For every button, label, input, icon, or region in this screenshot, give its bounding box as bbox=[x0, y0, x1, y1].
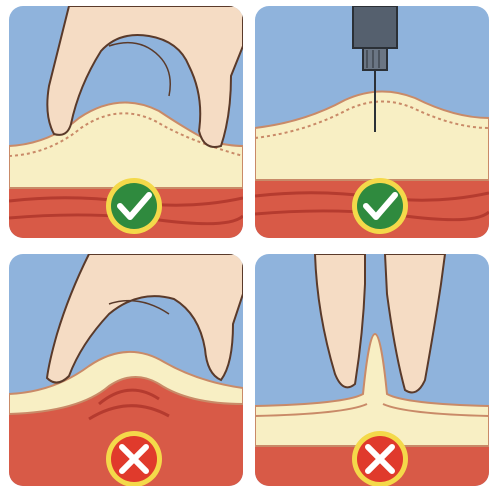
cross-badge bbox=[352, 431, 408, 486]
panel-3-drawing bbox=[9, 254, 243, 486]
panel-1-drawing bbox=[9, 6, 243, 238]
panel-2-drawing bbox=[255, 6, 489, 238]
panel-pinch-with-muscle-incorrect bbox=[9, 254, 243, 486]
panel-4-drawing bbox=[255, 254, 489, 486]
check-badge bbox=[106, 178, 162, 234]
check-badge bbox=[352, 178, 408, 234]
cross-badge bbox=[106, 431, 162, 486]
panel-pinch-skin-fold-correct bbox=[9, 6, 243, 238]
panel-pinch-too-narrow-incorrect bbox=[255, 254, 489, 486]
panel-needle-into-skin-fold-correct bbox=[255, 6, 489, 238]
